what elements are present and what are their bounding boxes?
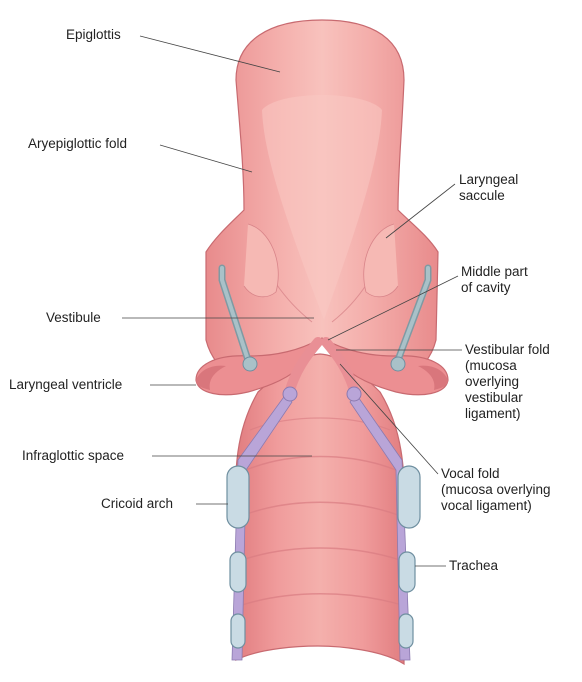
leader-lines — [122, 35, 462, 567]
label-trachea: Trachea — [449, 558, 499, 573]
trachea-shape — [234, 353, 406, 666]
ventricle-pockets — [195, 338, 449, 396]
subglottic-wall — [231, 393, 411, 661]
label-infraglottic-space: Infraglottic space — [22, 448, 125, 463]
label-epiglottis: Epiglottis — [66, 27, 121, 42]
label-middle-part-of-cavity: Middle part of cavity — [461, 264, 528, 295]
label-laryngeal-ventricle: Laryngeal ventricle — [9, 377, 123, 392]
label-cricoid-arch: Cricoid arch — [101, 496, 174, 511]
label-aryepiglottic-fold: Aryepiglottic fold — [28, 136, 128, 151]
vestibular-ligaments — [218, 264, 432, 372]
label-vestibular-fold: Vestibular fold (mucosa overlying vestib… — [465, 342, 550, 421]
label-vocal-fold: Vocal fold (mucosa overlying vocal ligam… — [441, 466, 551, 513]
label-vestibule: Vestibule — [46, 310, 101, 325]
vocal-folds — [282, 337, 362, 402]
label-laryngeal-saccule: Laryngeal saccule — [459, 172, 519, 203]
cartilage-rings — [226, 465, 421, 649]
upper-larynx — [205, 19, 439, 381]
